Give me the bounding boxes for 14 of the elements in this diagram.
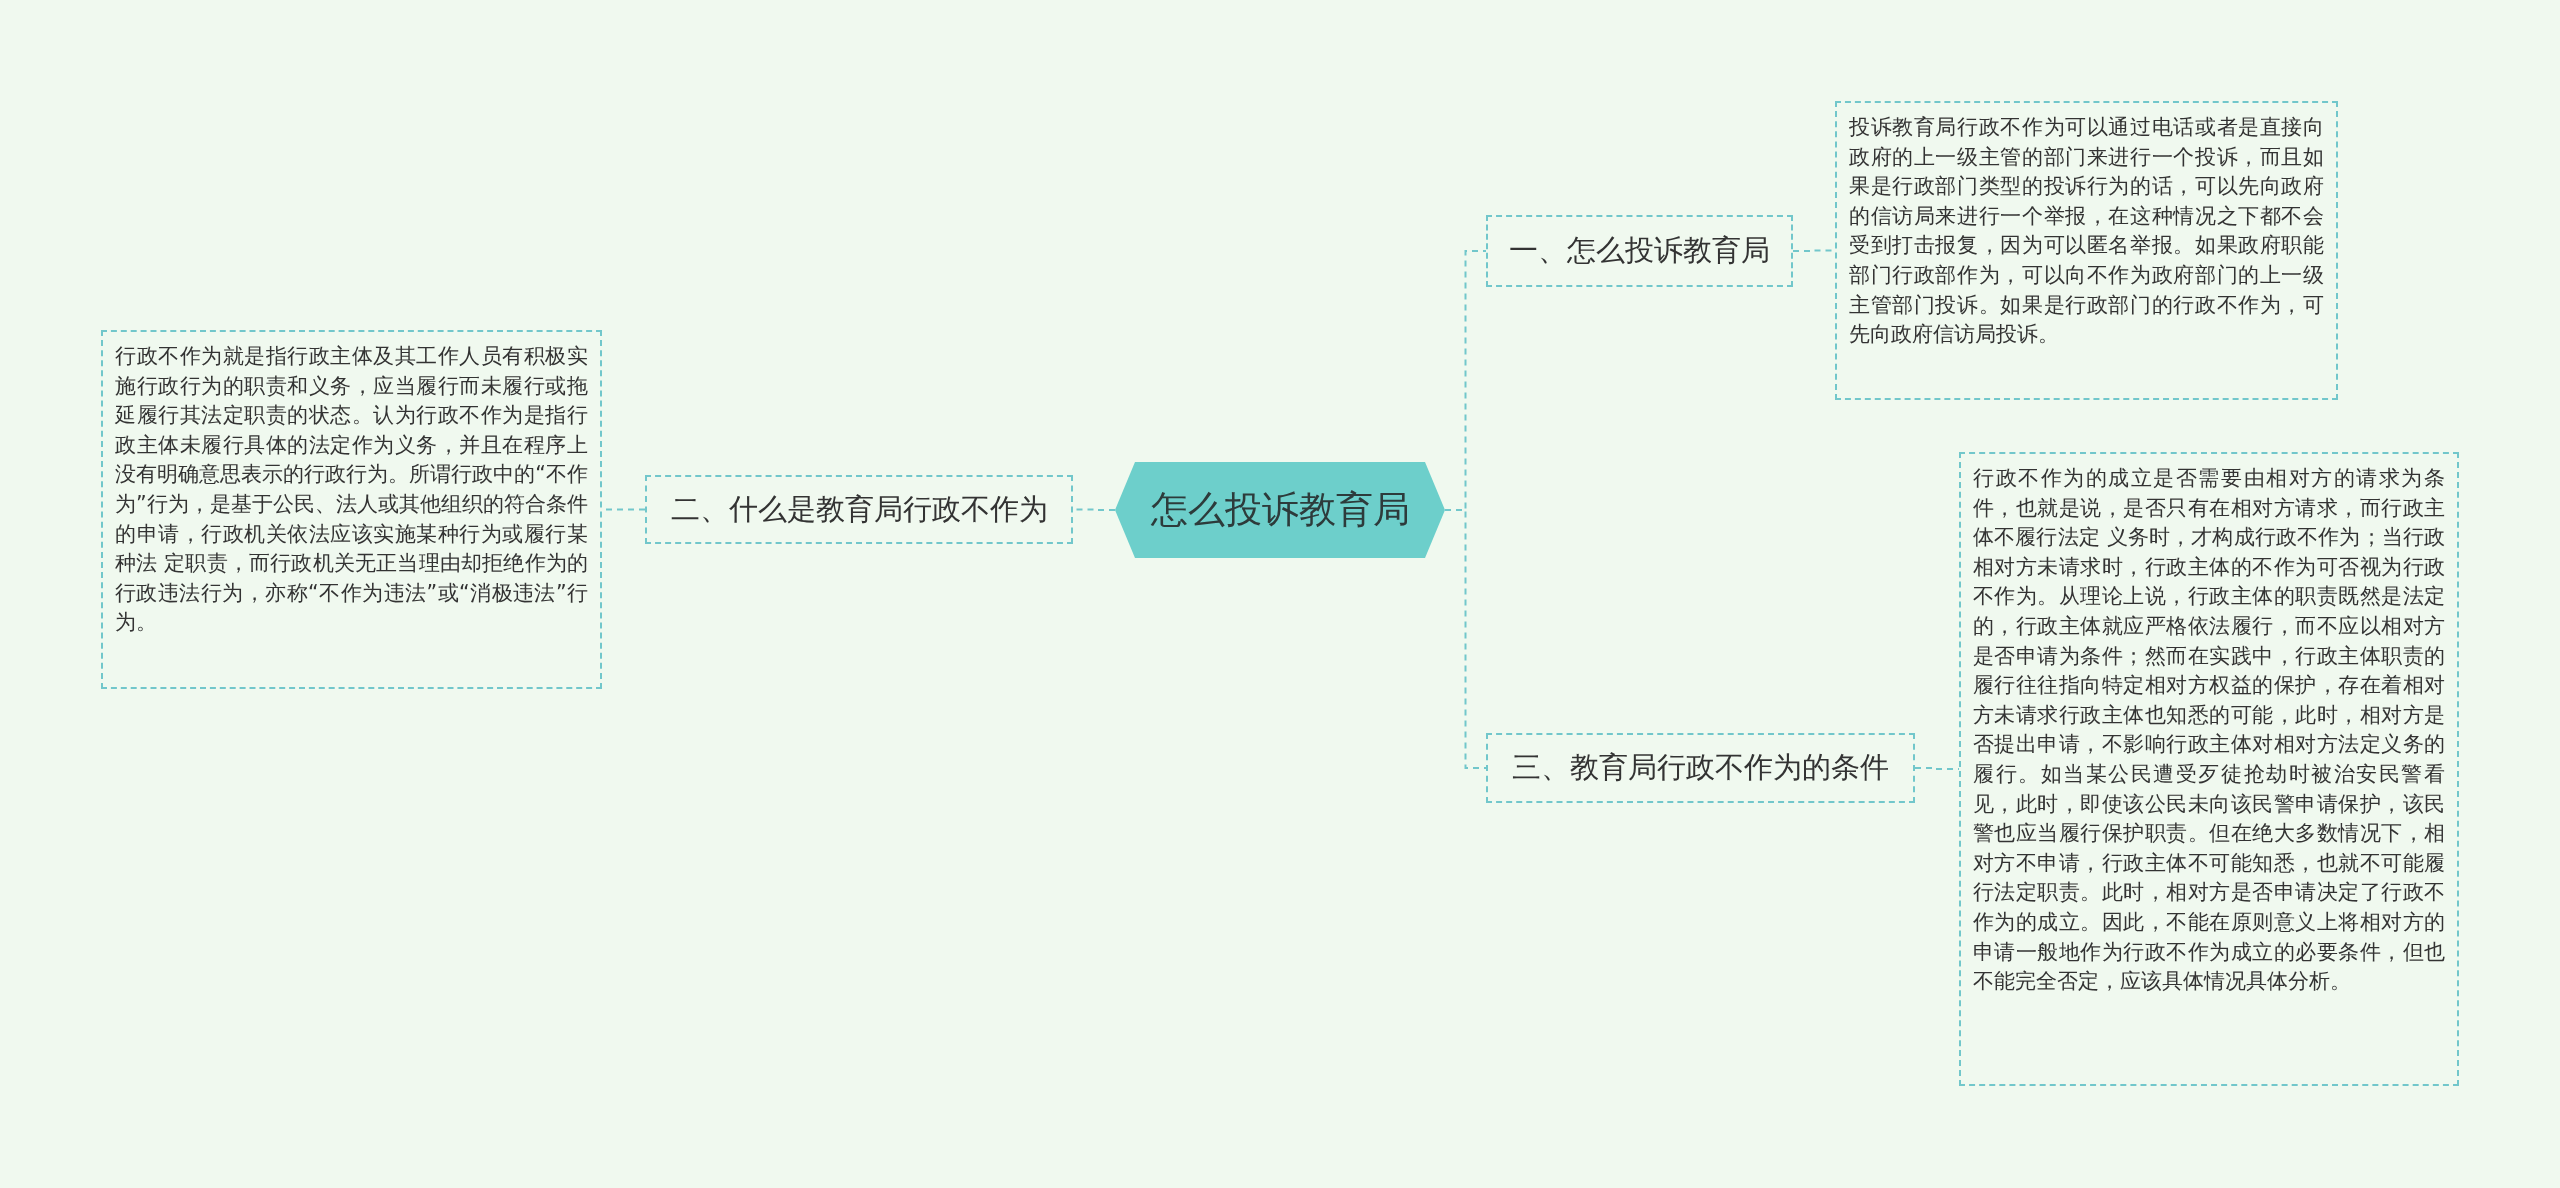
topic-text: 三、教育局行政不作为的条件 bbox=[1512, 749, 1889, 786]
text-box bbox=[101, 330, 602, 689]
central-topic-text: 怎么投诉教育局 bbox=[1150, 487, 1410, 533]
topic-box bbox=[1486, 733, 1915, 803]
paragraph: 投诉教育局行政不作为可以通过电话或者是直接向政府的上一级主管的部门来进行一个投诉，而且如果是行政部门类型的投诉行为的话，可以先向政府的信访局来进行一个举报，在这种情况之下都不会受到打击报复，因为可以匿名举报。如果政府职能部门行政部作为，可以向不作为政府部门的上一级主管部门投诉。如果是行政部门的行政不作为，可先向政府信访局投诉。 bbox=[1849, 114, 2324, 349]
paragraph: 行政不作为的成立是否需要由相对方的请求为条件，也就是说，是否只有在相对方请求，而行政主体不履行法定 义务时，才构成行政不作为；当行政相对方未请求时，行政主体的不作为可否视为行政不作为。从理论上说，行政主体的职责既然是法定的，行政主体就应严格依法履行，而不应以相对方是否申请为条件；然而在实践中，行政主体职责的履行往往指向特定相对方权益的保护，存在着相对方未请求行政主体也知悉的可能，此时，相对方是否提出申请，不影响行政主体对相对方法定义务的履行。如当某公民遭受歹徒抢劫时被治安民警看见，此时，即使该公民未向该民警申请保护，该民警也应当履行保护职责。但在绝大多数情况下，相对方不申请，行政主体不可能知悉，也就不可能履行法定职责。此时，相对方是否申请决定了行政不作为的成立。因此，不能在原则意义上将相对方的申请一般地作为行政不作为成立的必要条件，但也不能完全否定，应该具体情况具体分析。 bbox=[1973, 465, 2445, 996]
topic-text: 一、怎么投诉教育局 bbox=[1509, 232, 1770, 269]
topic-text: 二、什么是教育局行政不作为 bbox=[670, 490, 1048, 528]
topic-box bbox=[645, 475, 1073, 544]
connector-line bbox=[1444, 509, 1487, 769]
topic-box bbox=[1486, 215, 1793, 287]
paragraph: 行政不作为就是指行政主体及其工作人员有积极实施行政行为的职责和义务，应当履行而未履行或拖延履行其法定职责的状态。认为行政不作为是指行政主体未履行具体的法定作为义务，并且在程序上没有明确意思表示的行政行为。所谓行政中的“不作为”行为，是基于公民、法人或其他组织的符合条件的申请，行政机关依法应该实施某种行为或履行某种法 定职责，而行政机关无正当理由却拒绝作为的行政违法行为，亦称“不作为违法”或“消极违法”行为。 bbox=[115, 343, 588, 637]
text-box bbox=[1835, 101, 2338, 400]
text-box bbox=[1959, 452, 2459, 1086]
